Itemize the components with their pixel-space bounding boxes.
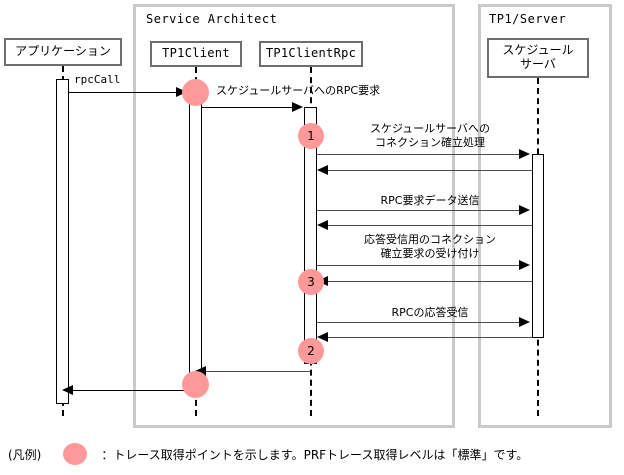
participant-box-tp1clientrpc[interactable]: TP1ClientRpc <box>259 41 363 67</box>
message-label-rpc-request-data-send: RPC要求データ送信 <box>380 194 480 207</box>
legend-description: ：トレース取得ポイントを示します。PRFトレース取得レベルは「標準」です。 <box>101 447 529 462</box>
participant-box-tp1client[interactable]: TP1Client <box>150 41 242 67</box>
trace-point-2-number: 2 <box>307 344 315 358</box>
message-line-rpc-request-to-schedule-server <box>202 107 296 108</box>
message-line-return-to-application <box>69 390 195 391</box>
activation-schedule-server <box>532 154 544 338</box>
activation-application <box>56 79 69 404</box>
legend-title: (凡例) <box>8 447 42 462</box>
schedule-server-label-line2: サーバ <box>520 57 556 71</box>
arrowhead-rpc-response-receive <box>519 317 530 327</box>
trace-point-3[interactable]: 3 <box>298 269 324 295</box>
message-label-connection-establish-line1: スケジュールサーバへの <box>369 122 491 135</box>
legend: (凡例) ：トレース取得ポイントを示します。PRFトレース取得レベルは「標準」で… <box>8 440 620 468</box>
message-label-response-connection-accept: 応答受信用のコネクション 確立要求の受け付け <box>330 233 530 261</box>
trace-point-2[interactable]: 2 <box>298 338 324 364</box>
message-label-response-connection-accept-line2: 確立要求の受け付け <box>380 246 480 260</box>
message-label-rpc-call: rpcCall <box>74 73 121 86</box>
participant-box-schedule-server[interactable]: スケジュール サーバ <box>487 38 589 78</box>
arrowhead-rpc-request-to-schedule-server <box>292 102 303 112</box>
message-line-return-to-tp1client <box>202 371 310 372</box>
frame-service-architect <box>133 4 455 428</box>
message-line-connection-establish-return <box>324 170 532 171</box>
arrowhead-response-connection-accept <box>519 260 530 270</box>
message-line-response-connection-accept <box>317 265 521 266</box>
arrowhead-connection-establish <box>519 149 530 159</box>
trace-point-1[interactable]: 1 <box>298 123 324 149</box>
schedule-server-label-line1: スケジュール <box>502 43 574 58</box>
arrowhead-return-to-application <box>62 385 73 395</box>
trace-point-1-number: 1 <box>307 129 315 143</box>
legend-trace-dot-icon <box>63 443 88 465</box>
message-label-response-connection-accept-line1: 応答受信用のコネクション <box>364 233 496 246</box>
message-line-rpc-request-data-send-return <box>324 225 532 226</box>
message-line-rpc-response-receive <box>317 322 521 323</box>
frame-tp1-server-title: TP1/Server <box>489 12 567 26</box>
message-label-connection-establish-line2: コネクション確立処理 <box>375 135 485 149</box>
arrowhead-rpc-request-data-send-return <box>317 220 328 230</box>
trace-point-entry-tp1client-number <box>182 79 209 106</box>
activation-tp1client <box>189 92 202 390</box>
participant-box-application[interactable]: アプリケーション <box>4 38 122 66</box>
arrowhead-rpc-response-receive-return <box>317 332 328 342</box>
message-line-rpc-request-data-send <box>317 210 521 211</box>
message-line-rpc-call <box>69 92 181 93</box>
trace-point-entry-tp1client[interactable] <box>182 79 209 106</box>
message-line-response-connection-accept-return <box>324 281 532 282</box>
frame-tp1-server <box>478 4 612 428</box>
trace-point-exit-tp1client-number <box>182 371 209 398</box>
message-line-rpc-response-receive-return <box>324 337 532 338</box>
message-label-connection-establish: スケジュールサーバへの コネクション確立処理 <box>330 122 530 150</box>
arrowhead-connection-establish-return <box>317 165 328 175</box>
trace-point-exit-tp1client[interactable] <box>182 371 209 398</box>
arrowhead-rpc-request-data-send <box>519 205 530 215</box>
message-line-connection-establish <box>317 154 521 155</box>
trace-point-3-number: 3 <box>307 275 315 289</box>
message-label-rpc-request-to-schedule-server: スケジュールサーバへのRPC要求 <box>216 84 381 97</box>
message-label-rpc-response-receive: RPCの応答受信 <box>391 306 469 319</box>
arrowhead-rpc-call <box>176 87 187 97</box>
frame-service-architect-title: Service Architect <box>146 12 278 26</box>
